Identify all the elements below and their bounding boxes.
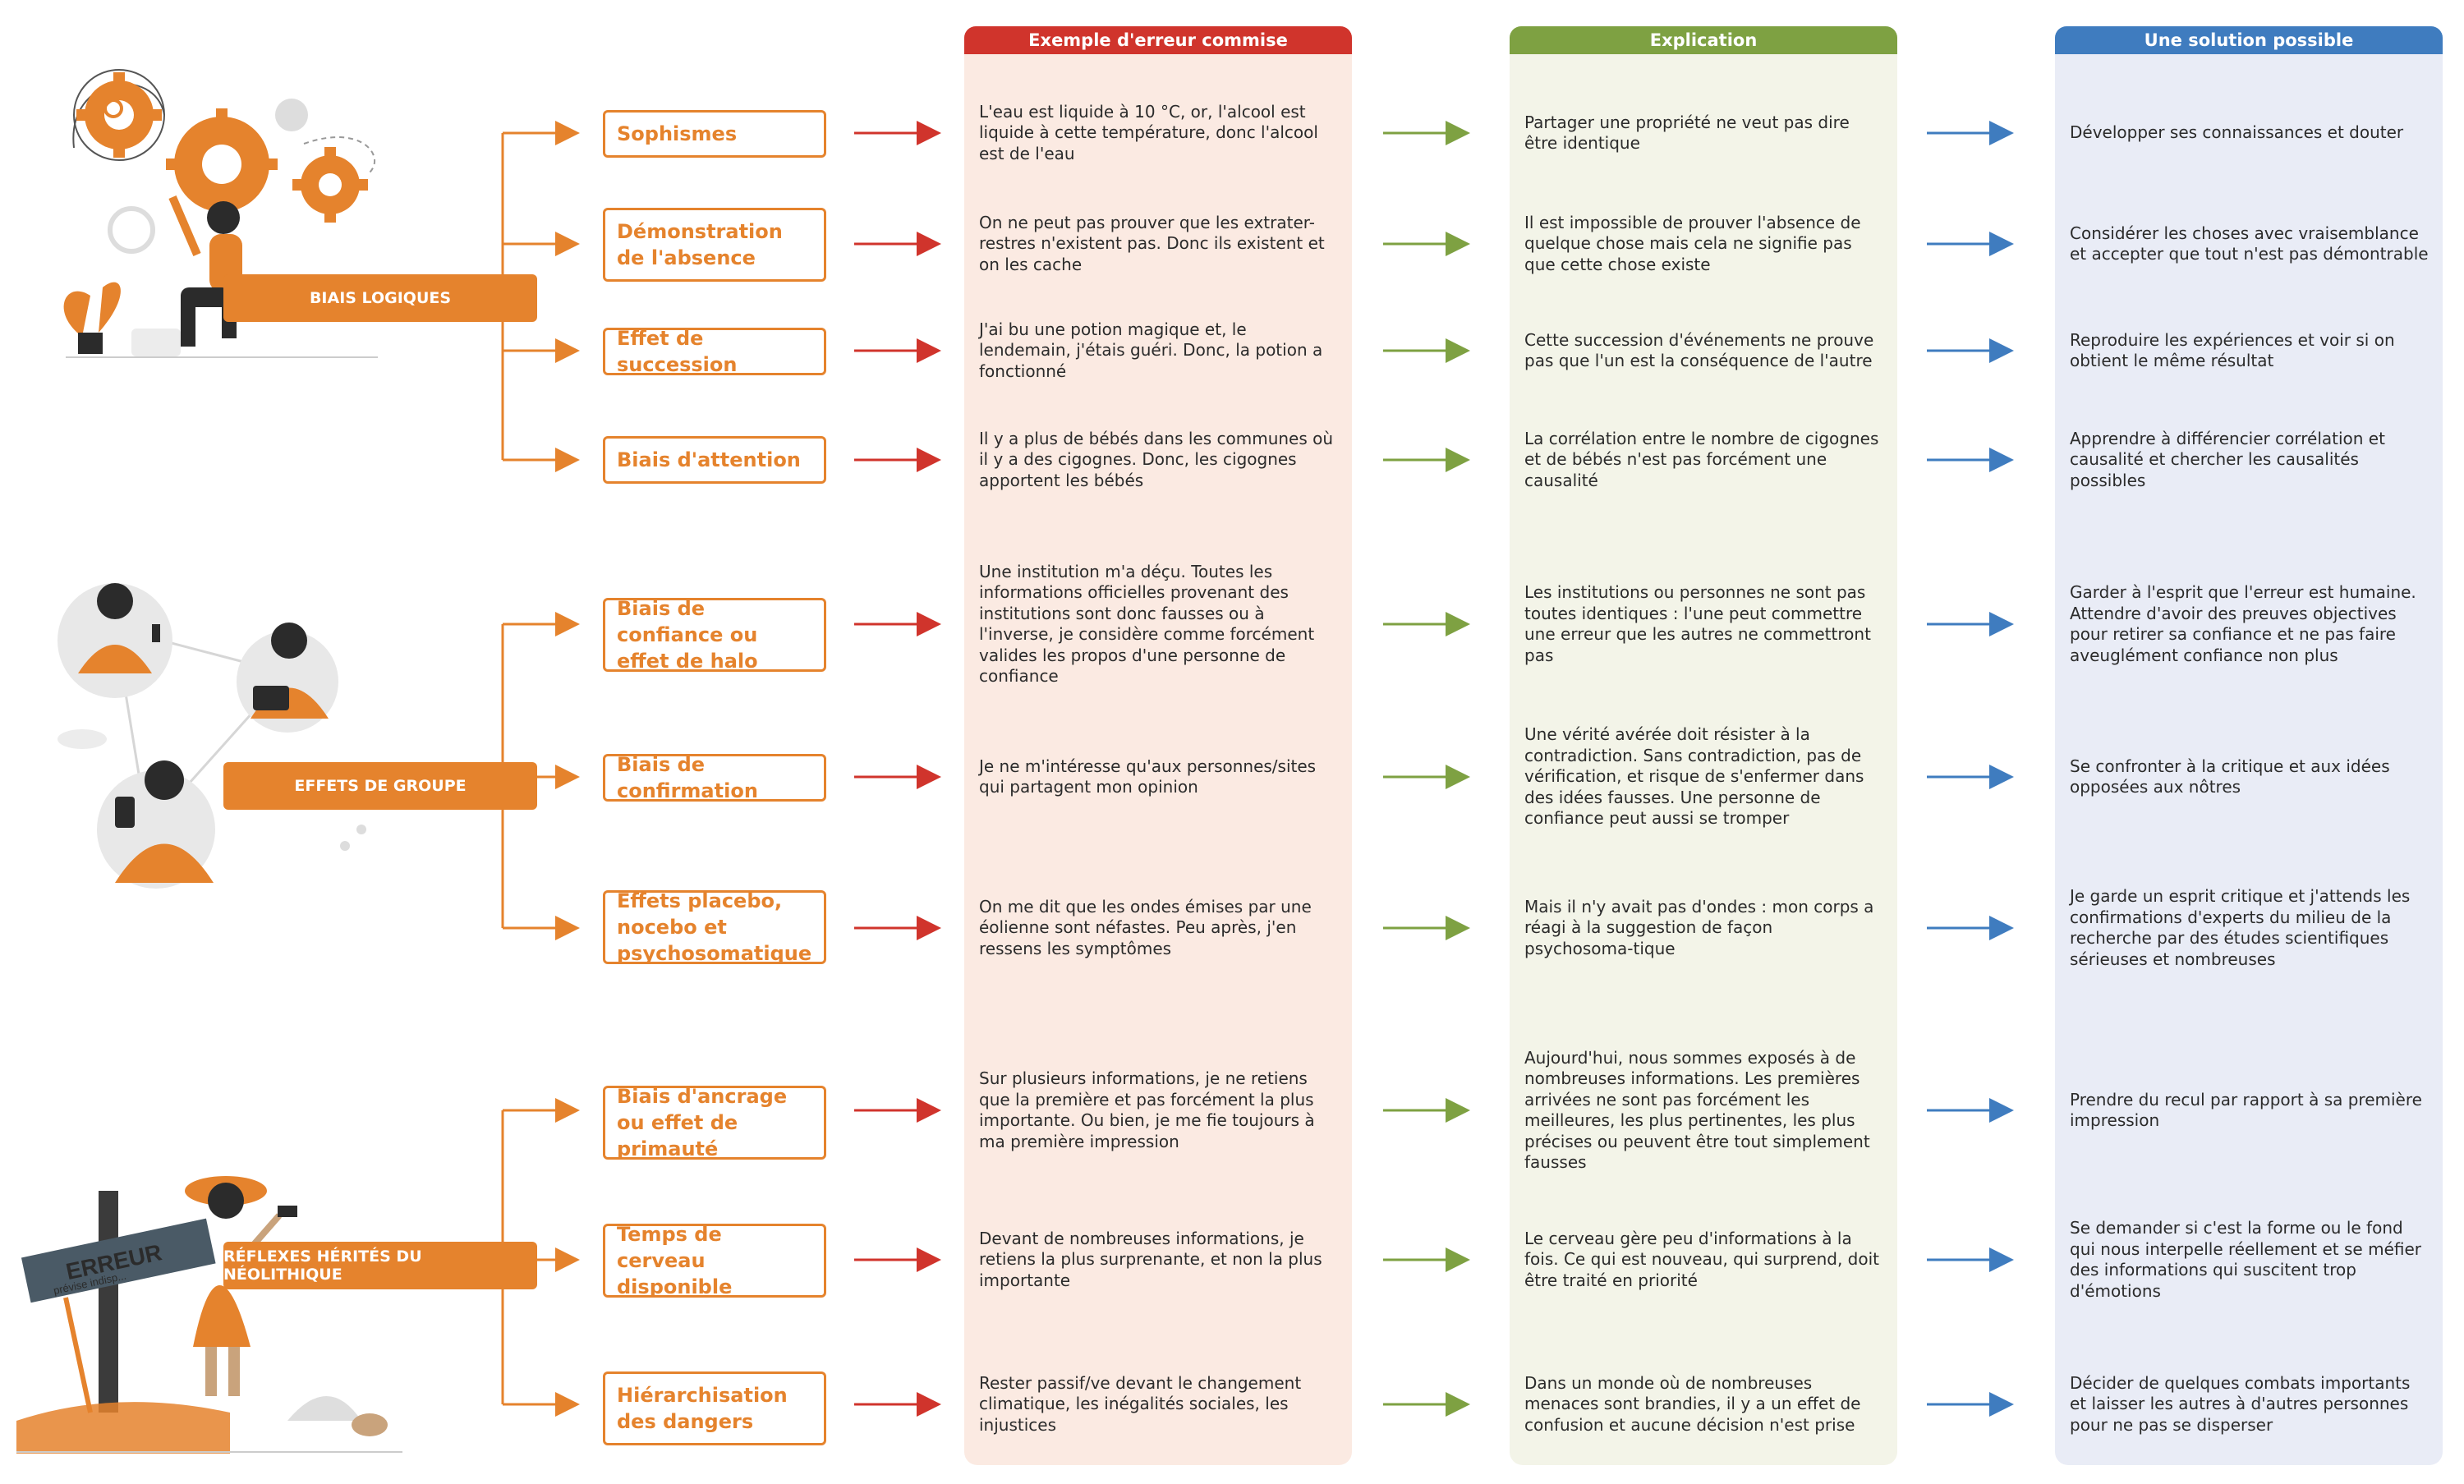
bias-attention: Biais d'attention <box>603 436 826 484</box>
error-cell: Une institution m'a déçu. Toutes les inf… <box>979 561 1315 687</box>
solution-cell: Reproduire les expériences et voir si on… <box>2070 329 2395 371</box>
bias-hierarchisation-dangers: Hiérarchisation des dangers <box>603 1371 826 1445</box>
explanation-column-header: Explication <box>1510 26 1897 54</box>
explanation-cell: Dans un monde où de nombreuses menaces s… <box>1524 1372 1861 1435</box>
error-cell: On me dit que les ondes émises par une é… <box>979 896 1312 958</box>
solution-cell: Se confronter à la critique et aux idées… <box>2070 756 2390 797</box>
category-reflexes-neolithique: RÉFLEXES HÉRITÉS DU NÉOLITHIQUE <box>223 1242 537 1289</box>
explanation-cell: Cette succession d'événements ne prouve … <box>1524 329 1874 371</box>
error-cell: Devant de nombreuses informations, je re… <box>979 1228 1322 1290</box>
bias-placebo-nocebo: Effets placebo, nocebo et psychosomatiqu… <box>603 889 826 965</box>
error-column-panel <box>964 26 1352 1465</box>
solution-cell: Considérer les choses avec vraisemblance… <box>2070 223 2429 264</box>
solution-column-header: Une solution possible <box>2055 26 2443 54</box>
category-biais-logiques: BIAIS LOGIQUES <box>223 274 537 322</box>
solution-cell: Garder à l'esprit que l'erreur est humai… <box>2070 582 2416 665</box>
explanation-cell: Aujourd'hui, nous sommes exposés à de no… <box>1524 1047 1870 1173</box>
network-people-illustration <box>57 583 366 889</box>
error-cell: On ne peut pas prouver que les extrater-… <box>979 212 1325 274</box>
solution-cell: Se demander si c'est la forme ou le fond… <box>2070 1218 2421 1301</box>
explanation-column-panel <box>1510 26 1897 1465</box>
explorer-sign-illustration: ERREUR prévise indisp... <box>16 1176 402 1454</box>
error-column-header: Exemple d'erreur commise <box>964 26 1352 54</box>
bias-demonstration-absence: Démonstration de l'absence <box>603 208 826 282</box>
bias-effet-succession: Effet de succession <box>603 327 826 376</box>
bias-confirmation: Biais de confirmation <box>603 753 826 802</box>
error-cell: Je ne m'intéresse qu'aux personnes/sites… <box>979 756 1317 797</box>
error-cell: Rester passif/ve devant le changement cl… <box>979 1372 1302 1435</box>
solution-cell: Décider de quelques combats importants e… <box>2070 1372 2411 1435</box>
solution-column-panel <box>2055 26 2443 1465</box>
error-cell: J'ai bu une potion magique et, le lendem… <box>979 319 1323 381</box>
explanation-cell: Les institutions ou personnes ne sont pa… <box>1524 582 1871 665</box>
solution-cell: Je garde un esprit critique et j'attends… <box>2070 886 2411 969</box>
error-cell: L'eau est liquide à 10 °C, or, l'alcool … <box>979 101 1318 163</box>
bias-sophismes: Sophismes <box>603 110 826 158</box>
explanation-cell: Partager une propriété ne veut pas dire … <box>1524 112 1850 154</box>
solution-cell: Développer ses connaissances et douter <box>2070 122 2404 143</box>
explanation-cell: Le cerveau gère peu d'informations à la … <box>1524 1228 1879 1290</box>
solution-cell: Prendre du recul par rapport à sa premiè… <box>2070 1089 2422 1131</box>
explanation-cell: La corrélation entre le nombre de cigogn… <box>1524 428 1879 490</box>
bias-temps-cerveau: Temps de cerveau disponible <box>603 1223 826 1298</box>
bias-confiance-halo: Biais de confiance ou effet de halo <box>603 597 826 673</box>
error-cell: Sur plusieurs informations, je ne retien… <box>979 1068 1315 1151</box>
solution-cell: Apprendre à différencier corrélation et … <box>2070 428 2385 490</box>
error-cell: Il y a plus de bébés dans les communes o… <box>979 428 1334 490</box>
category-effets-de-groupe: EFFETS DE GROUPE <box>223 762 537 810</box>
gears-illustration <box>63 69 378 358</box>
explanation-cell: Il est impossible de prouver l'absence d… <box>1524 212 1861 274</box>
explanation-cell: Une vérité avérée doit résister à la con… <box>1524 724 1864 829</box>
explanation-cell: Mais il n'y avait pas d'ondes : mon corp… <box>1524 896 1874 958</box>
bias-ancrage-primaute: Biais d'ancrage ou effet de primauté <box>603 1085 826 1160</box>
